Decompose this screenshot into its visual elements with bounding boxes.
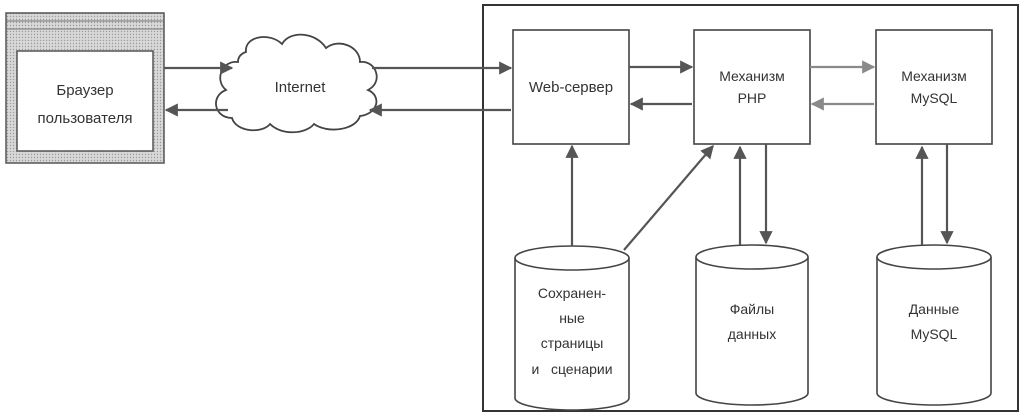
mysql-engine-label-line1: Механизм (901, 68, 967, 84)
mysql-engine-rect (875, 29, 993, 145)
arrow-savedpages-to-php (623, 144, 714, 251)
data-files-cylinder: Файлы данных (695, 244, 809, 406)
cylinder-top (514, 245, 630, 271)
saved-pages-line1: Сохранен- (538, 285, 607, 301)
php-engine-label-line1: Механизм (719, 68, 785, 84)
php-engine-label-line2: PHP (738, 90, 767, 106)
web-server-box: Web-сервер (512, 29, 630, 145)
saved-pages-line2: ные (559, 310, 585, 326)
php-engine-rect (693, 29, 811, 145)
server-boundary (482, 4, 1019, 412)
data-files-line1: Файлы (730, 301, 774, 317)
mysql-data-cylinder: Данные MySQL (876, 244, 992, 406)
cylinder-body (695, 257, 809, 406)
mysql-engine-label-line2: MySQL (911, 90, 958, 106)
user-browser-window: Браузер пользователя (5, 12, 165, 164)
browser-label-line1: Браузер (56, 82, 113, 99)
saved-pages-line4: и сценарии (531, 361, 612, 377)
web-server-label: Web-сервер (529, 79, 613, 96)
data-files-line2: данных (728, 326, 776, 342)
internet-label: Internet (275, 79, 327, 96)
cylinder-top (695, 244, 809, 270)
mysql-data-line1: Данные (909, 301, 960, 317)
browser-content-area (16, 50, 154, 152)
mysql-engine-box: Механизм MySQL (875, 29, 993, 145)
cylinder-body (514, 258, 630, 411)
internet-cloud: Internet (215, 33, 378, 134)
cylinder-body (876, 257, 992, 406)
browser-label-line2: пользователя (38, 110, 133, 127)
php-engine-box: Механизм PHP (693, 29, 811, 145)
mysql-data-line2: MySQL (911, 326, 958, 342)
cylinder-top (876, 244, 992, 270)
saved-pages-cylinder: Сохранен- ные страницы и сценарии (514, 245, 630, 411)
saved-pages-line3: страницы (541, 335, 604, 351)
web-server-rect (512, 29, 630, 145)
